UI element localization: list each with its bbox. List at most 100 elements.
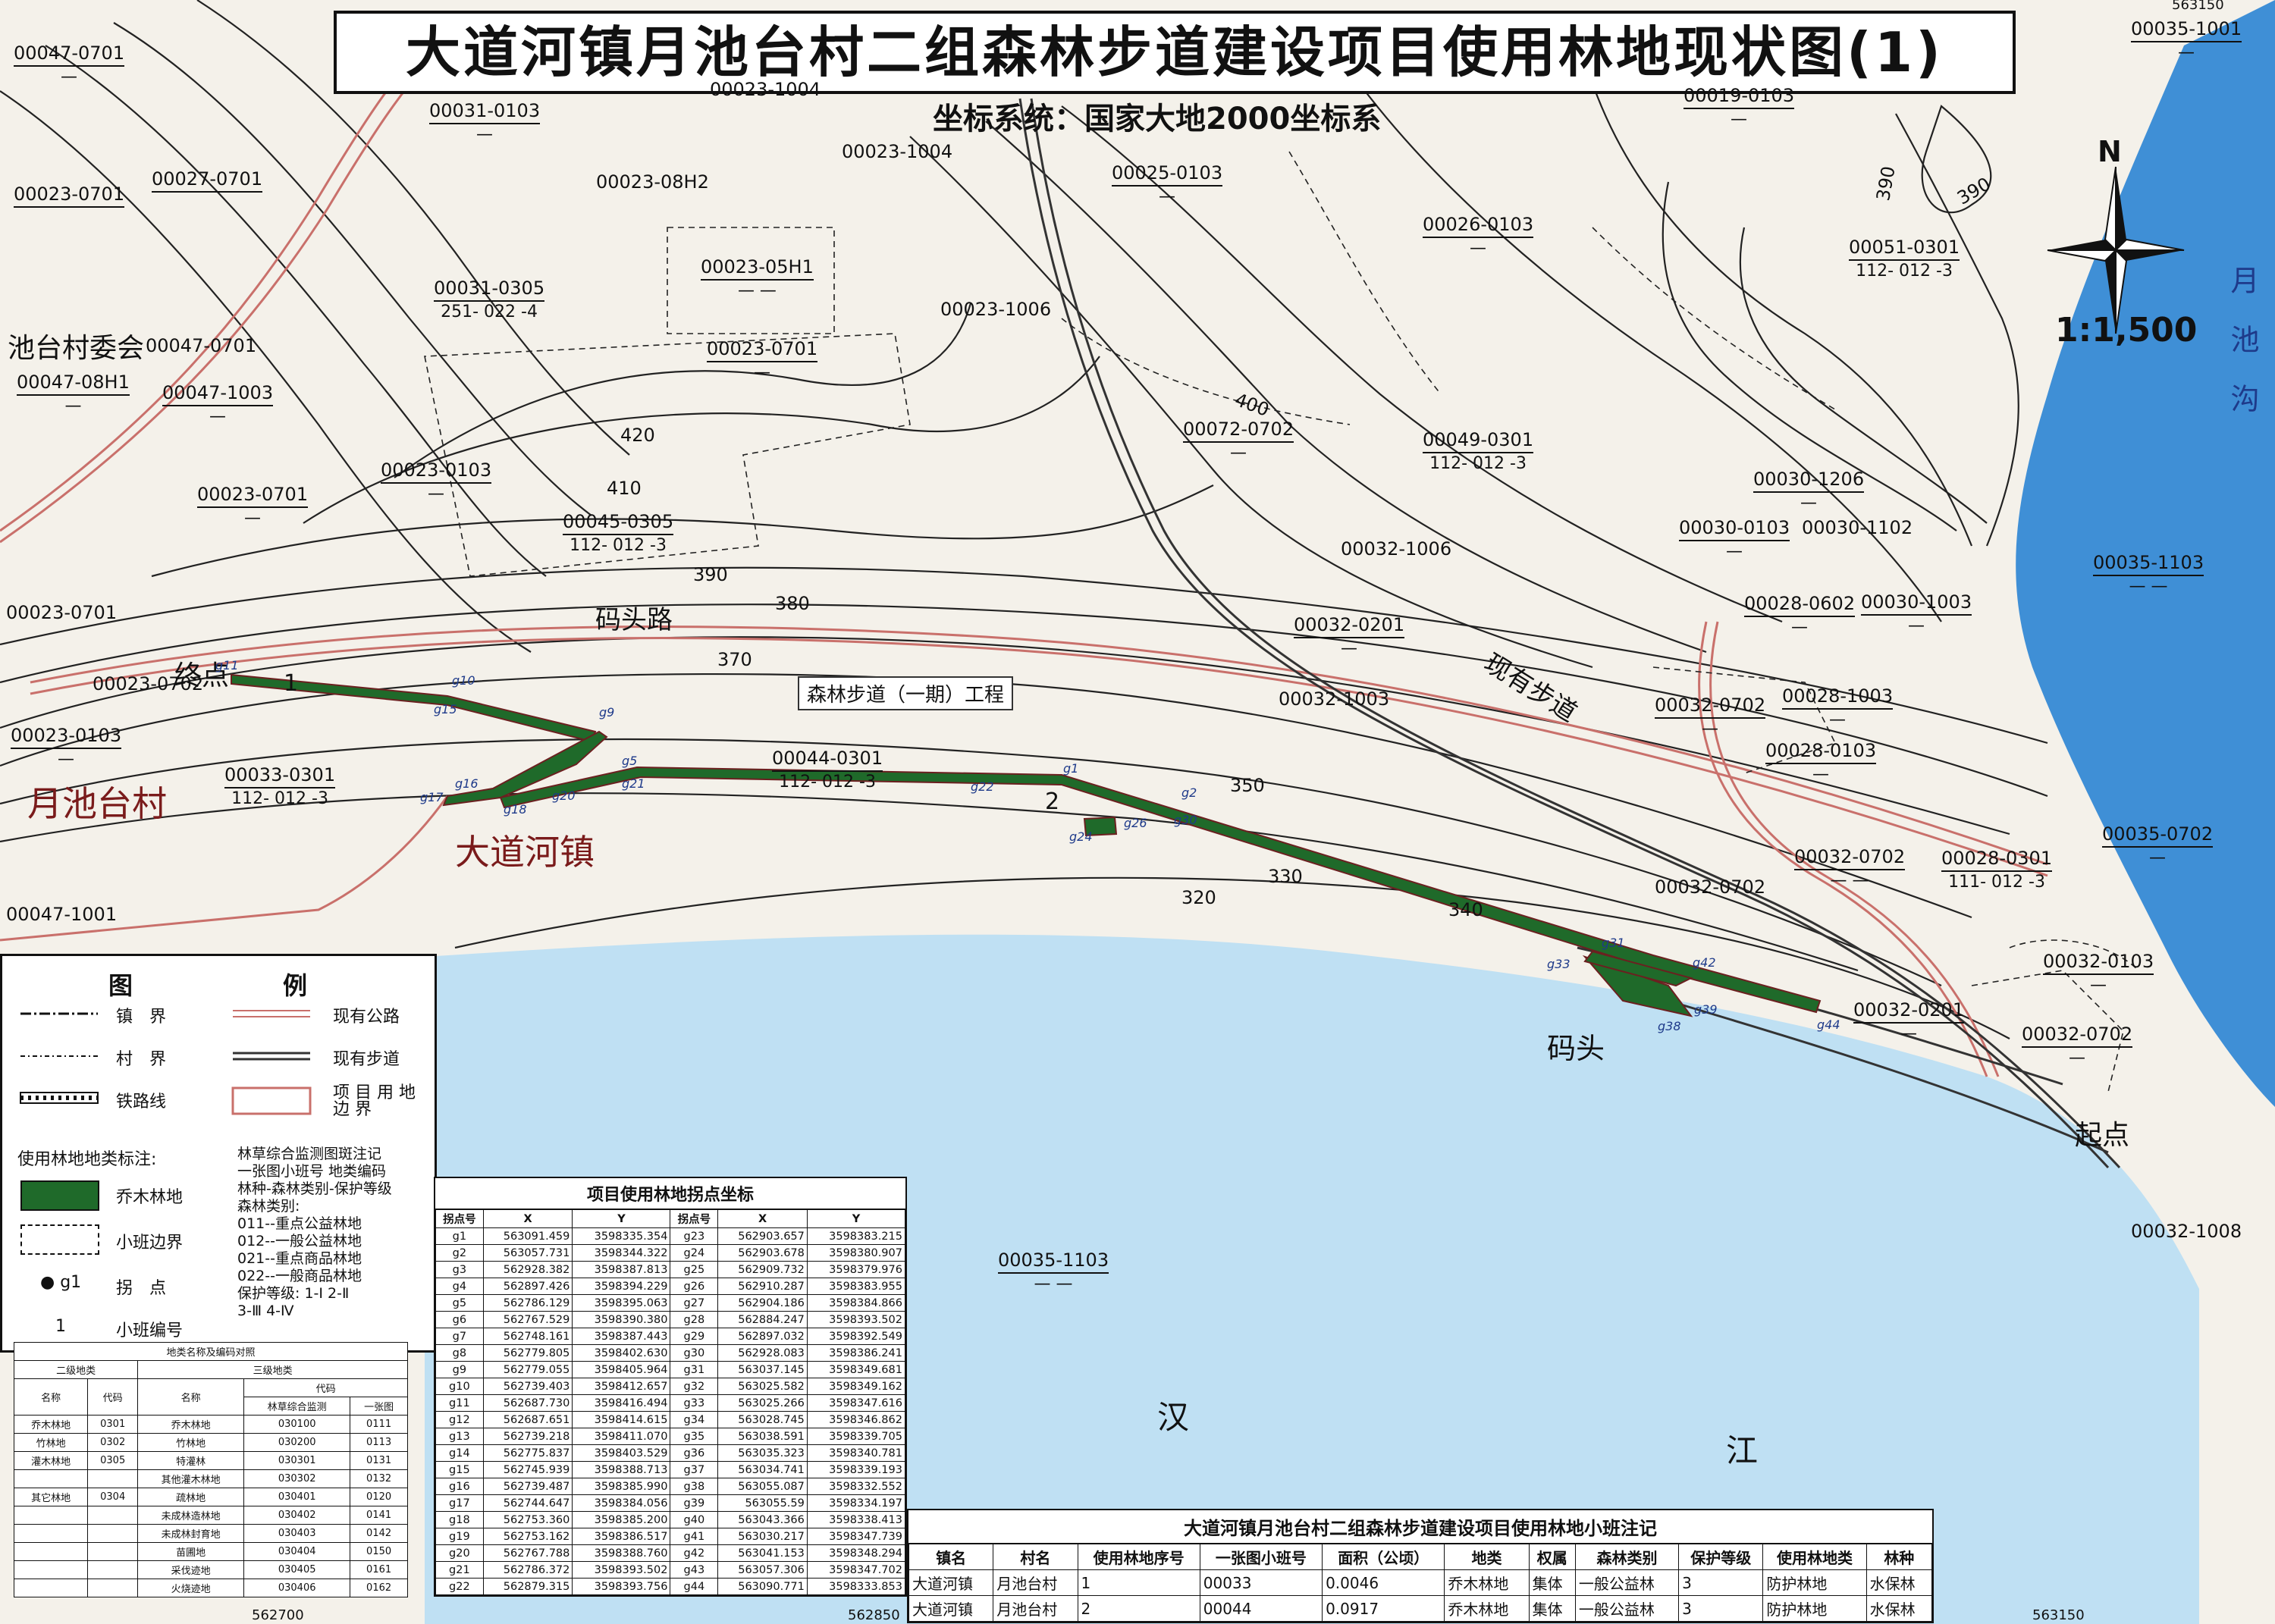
- table-cell: g5: [435, 1294, 484, 1312]
- table-cell: 月池台村: [993, 1569, 1078, 1596]
- table-cell: g33: [670, 1394, 719, 1412]
- table-cell: g4: [435, 1278, 484, 1295]
- code-table-head: 一张图: [350, 1397, 408, 1416]
- pier-road-label: 码头路: [595, 605, 673, 635]
- table-cell: 3598412.657: [572, 1378, 671, 1395]
- code-table-head: 代码: [87, 1378, 139, 1416]
- subcompartment-mark: 2: [1045, 788, 1060, 815]
- contour-label: 350: [1230, 775, 1265, 796]
- table-cell: 030402: [243, 1506, 351, 1525]
- table-cell: 0120: [350, 1488, 408, 1506]
- table-cell: g3: [435, 1261, 484, 1278]
- table-cell: 3598411.070: [572, 1428, 671, 1445]
- column-header: 拐点号: [435, 1209, 484, 1228]
- table-cell: 030403: [243, 1524, 351, 1543]
- turning-point: g10: [452, 673, 475, 688]
- table-cell: [87, 1560, 139, 1579]
- table-cell: g13: [435, 1428, 484, 1445]
- legend-subcompartment-no-symbol: 1: [55, 1317, 66, 1336]
- table-cell: g8: [435, 1344, 484, 1362]
- table-cell: 3598347.616: [806, 1394, 906, 1412]
- table-cell: 562779.805: [482, 1344, 573, 1362]
- legend-forest-swatch: [20, 1180, 99, 1211]
- legend-existing-road: 现有公路: [333, 1008, 400, 1027]
- table-cell: g20: [435, 1544, 484, 1562]
- table-cell: 未成林造林地: [137, 1506, 245, 1525]
- table-cell: 3598348.294: [806, 1544, 906, 1562]
- village-label: 月池台村: [27, 783, 167, 824]
- table-cell: 00044: [1199, 1595, 1323, 1622]
- parcel-label: 00072-0702—: [1183, 419, 1294, 462]
- table-cell: 0132: [350, 1469, 408, 1488]
- parcel-label: 00023-05H1— —: [701, 256, 814, 300]
- table-cell: 3598392.549: [806, 1328, 906, 1345]
- table-cell: 3598384.866: [806, 1294, 906, 1312]
- table-cell: 563030.217: [717, 1528, 808, 1545]
- table-cell: 3598383.955: [806, 1278, 906, 1295]
- parcel-label: 00028-1003—: [1782, 685, 1894, 729]
- parcel-label: 00023-1004: [842, 141, 953, 162]
- table-cell: g26: [670, 1278, 719, 1295]
- table-cell: 集体: [1528, 1595, 1576, 1622]
- table-cell: 030200: [243, 1433, 351, 1452]
- table-cell: 3598403.529: [572, 1444, 671, 1462]
- table-cell: 562767.788: [482, 1544, 573, 1562]
- table-cell: 562687.730: [482, 1394, 573, 1412]
- table-cell: 562904.186: [717, 1294, 808, 1312]
- table-cell: [87, 1506, 139, 1525]
- table-cell: 0142: [350, 1524, 408, 1543]
- turning-point: g30: [1174, 813, 1197, 827]
- table-cell: 563057.731: [482, 1244, 573, 1262]
- table-cell: 0.0046: [1322, 1569, 1445, 1596]
- table-cell: 563090.771: [717, 1578, 808, 1595]
- table-cell: 3598339.193: [806, 1461, 906, 1478]
- table-cell: 030401: [243, 1488, 351, 1506]
- parcel-label: 00023-0702: [93, 673, 204, 694]
- table-cell: 3598387.813: [572, 1261, 671, 1278]
- parcel-label: 00035-1001—: [2131, 18, 2242, 62]
- table-cell: g36: [670, 1444, 719, 1462]
- contour-lines: [0, 0, 2048, 1039]
- table-cell: [13, 1469, 89, 1488]
- subcompartment-mark: 1: [284, 670, 299, 697]
- turning-point: g16: [455, 776, 479, 791]
- table-cell: g24: [670, 1244, 719, 1262]
- pier-label: 码头: [1547, 1032, 1605, 1065]
- turning-point: g9: [599, 705, 615, 720]
- parcel-label: 00032-0702—: [2022, 1024, 2133, 1068]
- table-cell: 563055.087: [717, 1478, 808, 1495]
- table-cell: 其它林地: [13, 1488, 89, 1506]
- table-cell: 562897.426: [482, 1278, 573, 1295]
- turning-point: g33: [1547, 957, 1571, 971]
- table-cell: [87, 1524, 139, 1543]
- table-cell: g25: [670, 1261, 719, 1278]
- table-cell: 水保林: [1866, 1595, 1933, 1622]
- table-cell: 030302: [243, 1469, 351, 1488]
- table-cell: 3598405.964: [572, 1361, 671, 1378]
- table-cell: 562775.837: [482, 1444, 573, 1462]
- table-cell: 3598333.853: [806, 1578, 906, 1595]
- table-cell: 火烧迹地: [137, 1579, 245, 1597]
- table-cell: g16: [435, 1478, 484, 1495]
- table-cell: 562744.647: [482, 1494, 573, 1512]
- table-cell: [87, 1469, 139, 1488]
- table-cell: 3598385.200: [572, 1511, 671, 1528]
- table-cell: 防护林地: [1762, 1569, 1867, 1596]
- table-cell: 562786.129: [482, 1294, 573, 1312]
- table-cell: 0304: [87, 1488, 139, 1506]
- legend-village-boundary: 村 界: [116, 1050, 167, 1069]
- table-cell: g39: [670, 1494, 719, 1512]
- parcel-label: 00023-0701—: [197, 484, 309, 528]
- parcel-label: 00031-0103—: [429, 100, 541, 144]
- turning-point: g38: [1658, 1019, 1681, 1033]
- legend-line-symbols-2: [231, 1010, 312, 1115]
- legend-landuse-title: 使用林地地类标注:: [17, 1150, 157, 1169]
- table-cell: 2: [1077, 1595, 1200, 1622]
